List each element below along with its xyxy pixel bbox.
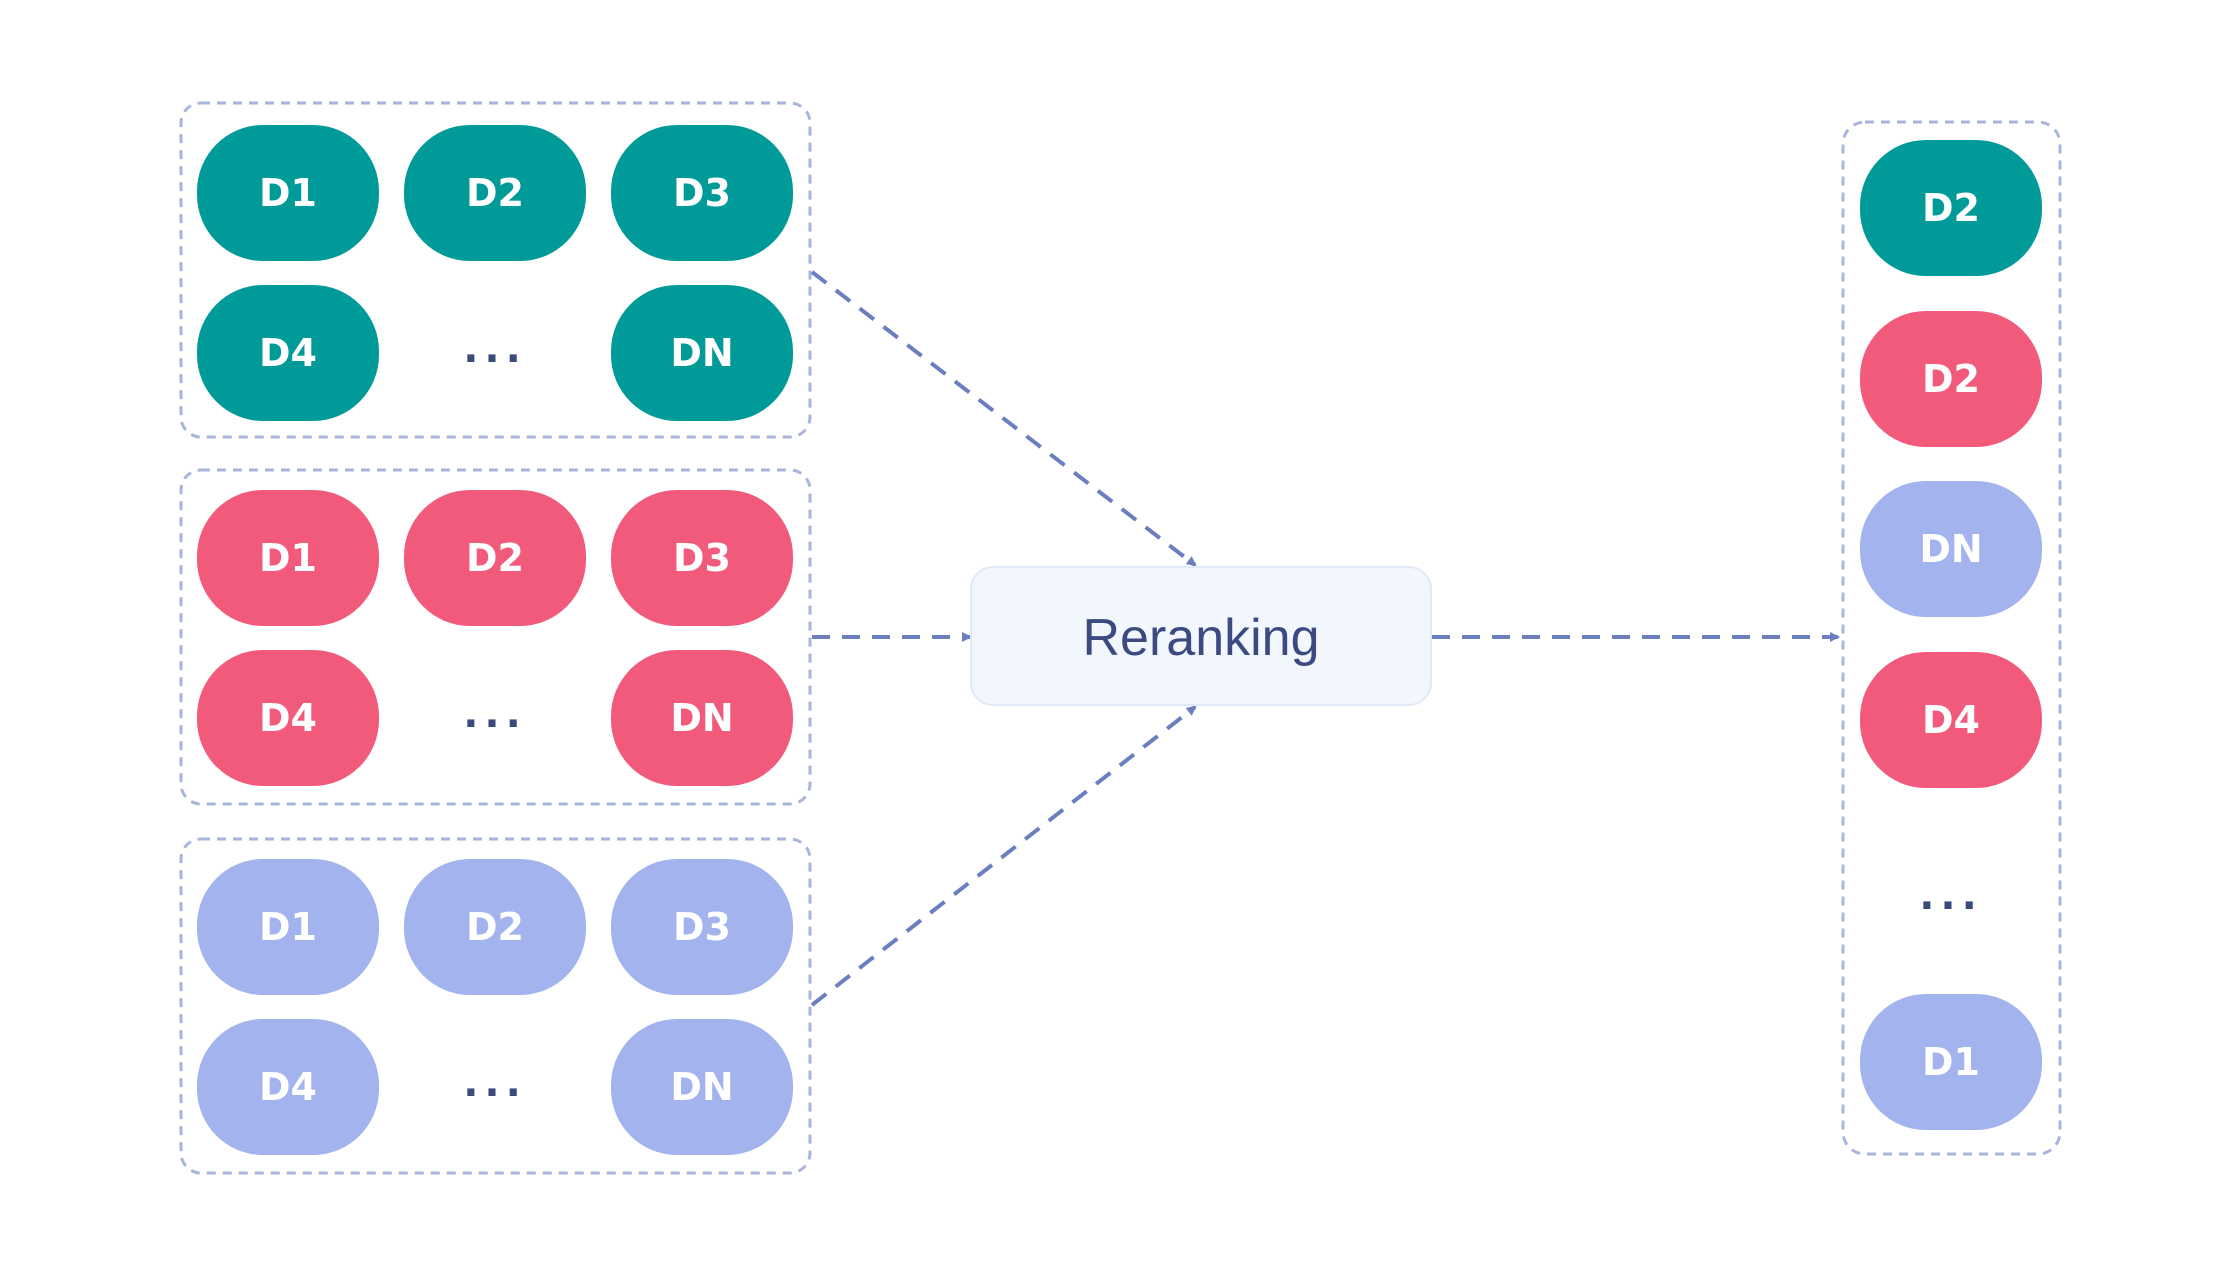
doc-pill-shape [197, 650, 379, 786]
doc-pill-label: D4 [1922, 698, 1980, 742]
doc-pill-label: D2 [466, 536, 524, 580]
doc-pill-shape [611, 859, 793, 995]
input-pink-doc-d1: D1 [197, 490, 379, 626]
input-lavender-doc-d1: D1 [197, 859, 379, 995]
input-teal-doc-ellipsis: ... [463, 326, 527, 372]
output-list-container [1841, 120, 2062, 1156]
doc-pill-shape [197, 1019, 379, 1155]
input-lavender-doc-d2: D2 [404, 859, 586, 995]
input-pink-doc-d2: D2 [404, 490, 586, 626]
doc-pill-shape [611, 285, 793, 421]
doc-pill-shape [404, 125, 586, 261]
doc-pill-label: D2 [466, 171, 524, 215]
doc-pill-shape [1860, 140, 2042, 276]
doc-pill-shape [404, 859, 586, 995]
input-lavender-doc-d3: D3 [611, 859, 793, 995]
doc-pill-label: D1 [259, 905, 317, 949]
doc-pill-label: DN [1919, 527, 1982, 571]
doc-pill-shape [611, 1019, 793, 1155]
reranker-label: Reranking [1082, 609, 1319, 667]
ellipsis-text: ... [463, 1060, 527, 1106]
doc-pill-label: D3 [673, 905, 731, 949]
input-pink-doc-dn: DN [611, 650, 793, 786]
output-rank-1-d2: D2 [1860, 140, 2042, 276]
output-rank-3-dn: DN [1860, 481, 2042, 617]
output-rank-5-ellipsis: ... [1919, 873, 1983, 919]
doc-pill-label: D3 [673, 171, 731, 215]
doc-pill-label: D2 [466, 905, 524, 949]
doc-pill-shape [1860, 652, 2042, 788]
doc-pill-label: D4 [259, 1065, 317, 1109]
doc-pill-shape [197, 285, 379, 421]
output-rank-6-d1: D1 [1860, 994, 2042, 1130]
doc-pill-label: D4 [259, 331, 317, 375]
doc-pill-label: DN [670, 1065, 733, 1109]
ellipsis-text: ... [1919, 873, 1983, 919]
doc-pill-label: D1 [259, 536, 317, 580]
input-group-lavender [179, 837, 812, 1175]
doc-pill-shape [197, 859, 379, 995]
doc-pill-label: D2 [1922, 357, 1980, 401]
doc-pill-shape [1860, 481, 2042, 617]
input-pink-doc-d4: D4 [197, 650, 379, 786]
output-rank-4-d4: D4 [1860, 652, 2042, 788]
doc-pill-shape [197, 490, 379, 626]
input-group-pink [179, 468, 812, 806]
doc-pill-shape [611, 125, 793, 261]
doc-pill-shape [611, 490, 793, 626]
input-teal-doc-d1: D1 [197, 125, 379, 261]
ellipsis-text: ... [463, 326, 527, 372]
doc-pill-shape [611, 650, 793, 786]
input-teal-doc-d3: D3 [611, 125, 793, 261]
input-lavender-doc-dn: DN [611, 1019, 793, 1155]
input-pink-doc-d3: D3 [611, 490, 793, 626]
ellipsis-text: ... [463, 691, 527, 737]
arrow-lavender-to-reranker [810, 705, 1197, 1007]
input-lavender-doc-d4: D4 [197, 1019, 379, 1155]
doc-pill-shape [1860, 311, 2042, 447]
doc-pill-shape [404, 490, 586, 626]
input-group-teal [179, 101, 812, 439]
input-pink-doc-ellipsis: ... [463, 691, 527, 737]
doc-pill-shape [1860, 994, 2042, 1130]
input-teal-doc-dn: DN [611, 285, 793, 421]
input-lavender-doc-ellipsis: ... [463, 1060, 527, 1106]
output-rank-2-d2: D2 [1860, 311, 2042, 447]
arrow-teal-to-reranker [810, 270, 1197, 567]
doc-pill-label: D3 [673, 536, 731, 580]
doc-pill-label: D1 [259, 171, 317, 215]
input-teal-doc-d2: D2 [404, 125, 586, 261]
doc-pill-label: DN [670, 696, 733, 740]
doc-pill-label: D1 [1922, 1040, 1980, 1084]
doc-pill-label: DN [670, 331, 733, 375]
doc-pill-shape [197, 125, 379, 261]
doc-pill-label: D2 [1922, 186, 1980, 230]
input-teal-doc-d4: D4 [197, 285, 379, 421]
doc-pill-label: D4 [259, 696, 317, 740]
reranker-box: Reranking [970, 566, 1432, 706]
